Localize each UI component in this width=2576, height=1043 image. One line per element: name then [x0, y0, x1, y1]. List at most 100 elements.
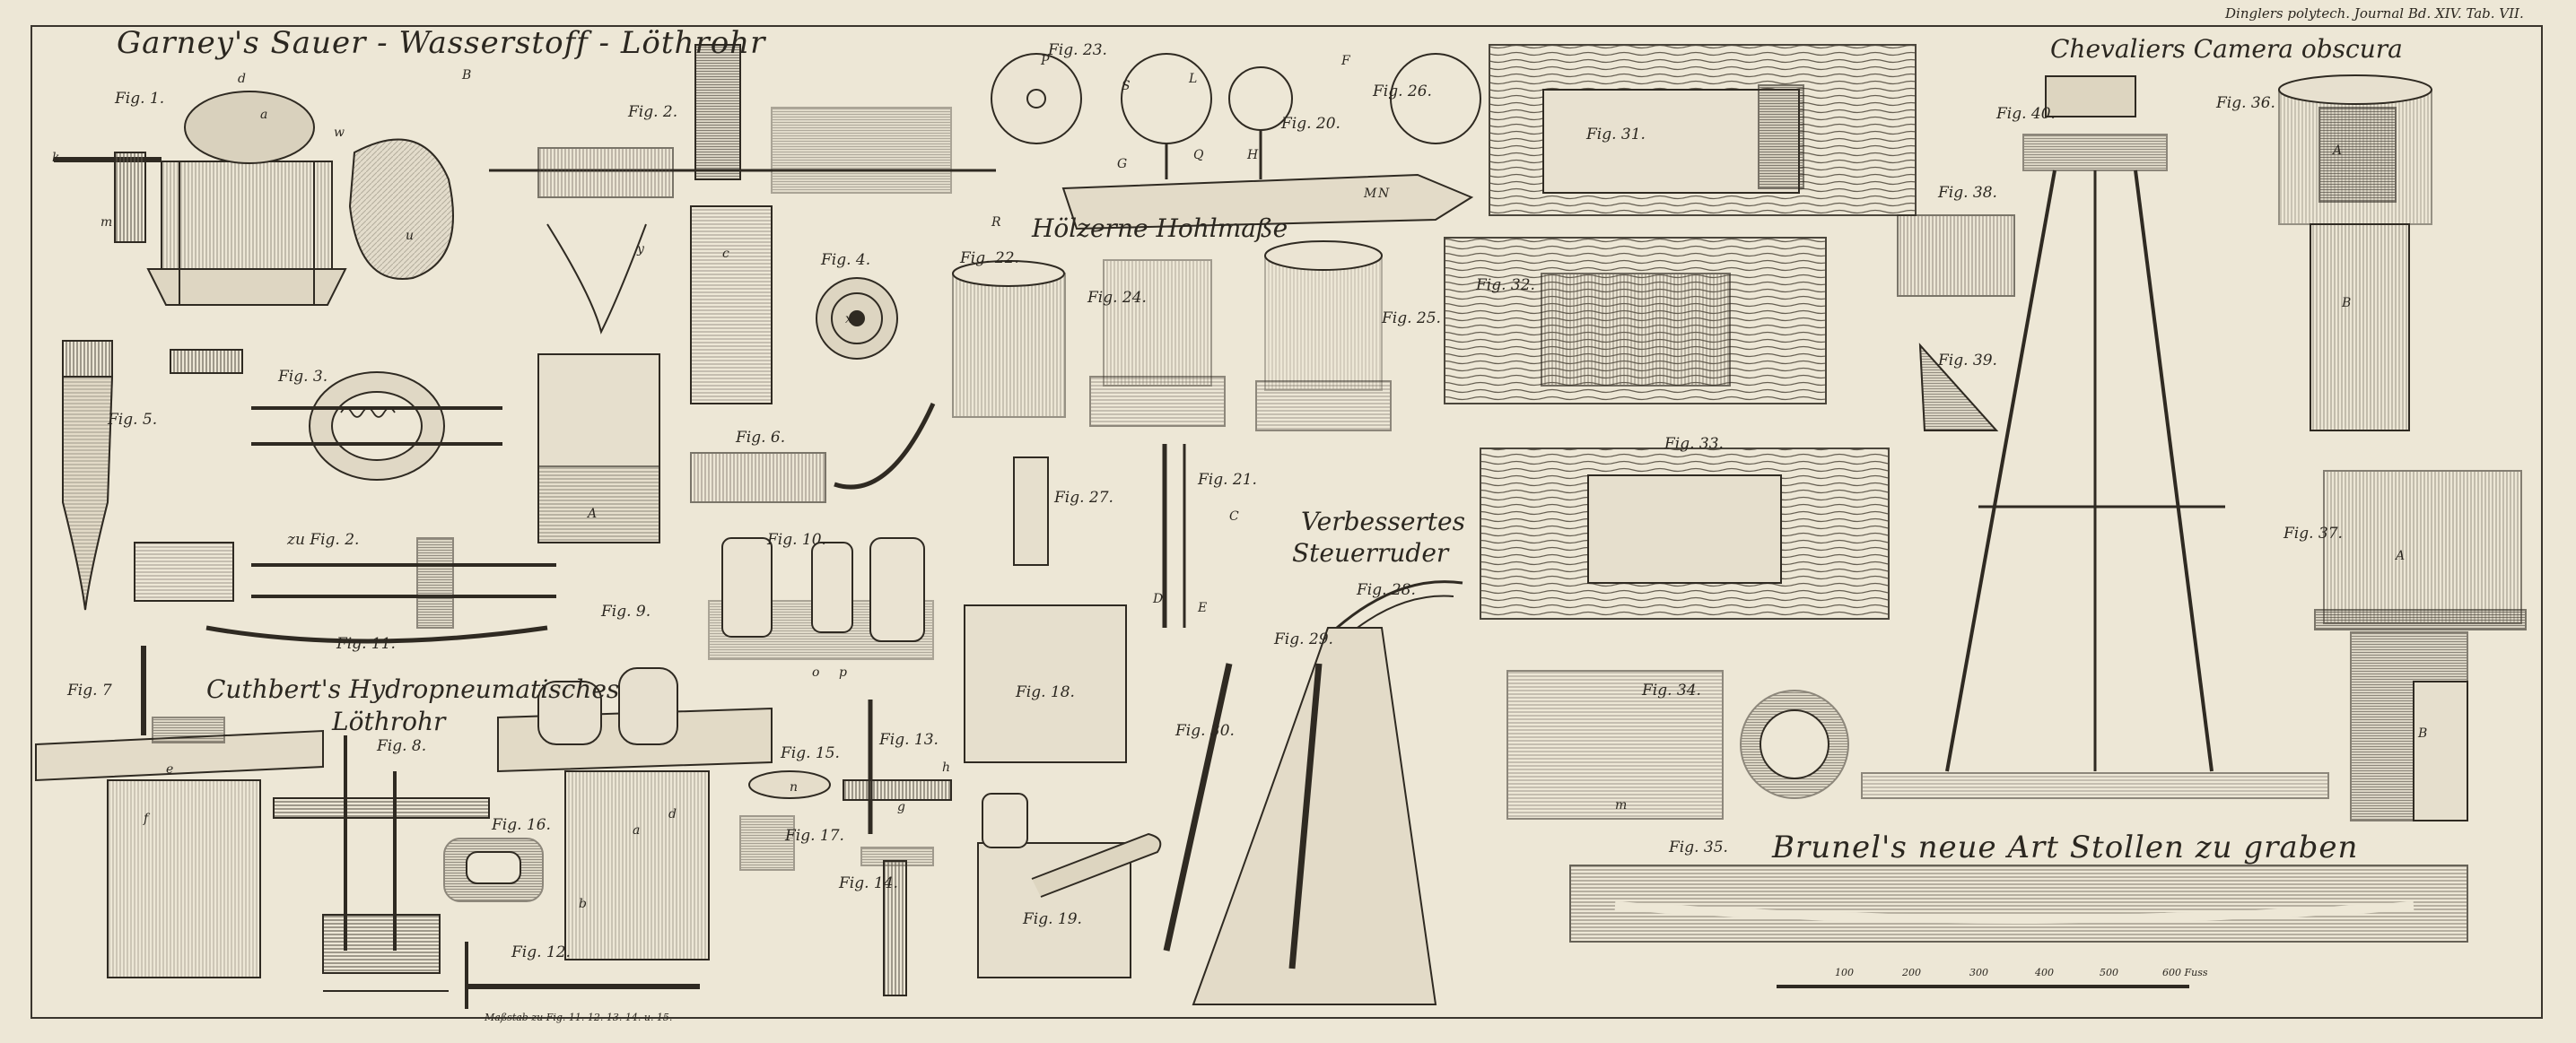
fig-label-26: Fig. 26.	[1373, 83, 1432, 100]
part-letter: o	[812, 665, 820, 680]
fig-label-19: Fig. 19.	[1023, 910, 1082, 928]
title-chevalier: Chevaliers Camera obscura	[2050, 34, 2403, 64]
part-letter: c	[722, 247, 729, 261]
fig-label-22: Fig. 22.	[960, 249, 1019, 267]
part-letter: u	[406, 229, 415, 243]
fig6-drawing	[537, 223, 936, 543]
fig-label-25: Fig. 25.	[1382, 309, 1441, 327]
fig-label-33: Fig. 33.	[1664, 435, 1724, 453]
scale-tick: 100	[1835, 967, 1854, 978]
part-letter: b	[579, 897, 587, 911]
fig-label-39: Fig. 39.	[1938, 352, 1997, 369]
part-letter: f	[144, 812, 149, 826]
fig10-drawing	[708, 537, 934, 660]
fig-label-5: Fig. 5.	[108, 411, 158, 429]
fig-label-17: Fig. 17.	[785, 827, 844, 845]
fig-label-10: Fig. 10.	[767, 531, 826, 549]
part-letter: R	[991, 215, 1001, 230]
fig21-27-drawing	[1013, 444, 1186, 628]
fig-label-40: Fig. 40.	[1996, 105, 2056, 123]
fig40-drawing	[1861, 75, 2329, 799]
part-letter: m	[1615, 798, 1628, 813]
fig-label-16: Fig. 16.	[492, 816, 551, 834]
part-letter: d	[238, 72, 246, 86]
part-letter: p	[839, 665, 847, 680]
fig37-drawing	[2314, 470, 2527, 821]
title-garney: Garney's Sauer - Wasserstoff - Löthrohr	[117, 25, 766, 61]
part-letter: g	[897, 800, 905, 814]
fig8-drawing	[273, 735, 490, 992]
fig20-26-drawing	[991, 53, 1481, 230]
scale-tick: 400	[2035, 967, 2054, 978]
fig-label-23: Fig. 23.	[1048, 41, 1107, 59]
fig-label-8: Fig. 8.	[377, 737, 427, 755]
scale-tick: 500	[2100, 967, 2118, 978]
part-letter: x	[845, 312, 852, 326]
fig-label-18: Fig. 18.	[1016, 683, 1075, 701]
fig-label-13: Fig. 13.	[879, 731, 939, 749]
fig31-33-drawing	[1444, 44, 1917, 620]
part-letter: F	[1341, 54, 1350, 68]
fig2-drawing	[489, 44, 996, 404]
fig-label-35: Fig. 35.	[1669, 839, 1728, 856]
fig-label-11: Fig. 11.	[336, 635, 396, 653]
fig-label-15: Fig. 15.	[781, 744, 840, 762]
part-letter: a	[260, 108, 268, 122]
fig-label-21: Fig. 21.	[1198, 471, 1257, 489]
fig11-drawing	[134, 537, 556, 644]
fig-label-28: Fig. 28.	[1357, 581, 1416, 599]
part-letter: S	[1122, 79, 1131, 93]
title-hohlmasse: Hölzerne Hohlmaße	[1032, 213, 1288, 243]
fig35-drawing	[1569, 865, 2468, 988]
part-letter: N	[1378, 187, 1390, 201]
part-letter: L	[1189, 72, 1198, 86]
part-letter: h	[942, 761, 951, 775]
fig18-19-drawing	[964, 604, 1162, 978]
scale-tick: 600 Fuss	[2162, 967, 2208, 978]
part-letter: H	[1247, 148, 1259, 162]
fig-label-32: Fig. 32.	[1476, 276, 1535, 294]
title-steuerruder-line2: Steuerruder	[1292, 538, 1449, 568]
part-letter: Q	[1193, 148, 1204, 162]
fig-label-31: Fig. 31.	[1586, 126, 1646, 143]
fig-label-7: Fig. 7	[67, 682, 112, 700]
fig4-drawing	[816, 277, 898, 360]
fig-label-34: Fig. 34.	[1642, 682, 1701, 700]
scale-tick: 300	[1969, 967, 1988, 978]
title-steuerruder-line1: Verbessertes	[1301, 507, 1465, 536]
fig-label-30: Fig. 30.	[1175, 722, 1235, 740]
scale-note-massstab: Maßstab zu Fig. 11. 12. 13. 14. u. 15.	[485, 1012, 673, 1023]
part-letter: d	[668, 807, 677, 821]
fig-label-12: Fig. 12.	[511, 943, 571, 961]
title-brunel: Brunel's neue Art Stollen zu graben	[1772, 830, 2359, 865]
part-letter: C	[1229, 509, 1239, 524]
part-letter: A	[2396, 549, 2406, 563]
fig-label-38: Fig. 38.	[1938, 184, 1997, 202]
fig28-30-drawing	[1163, 580, 1463, 1005]
title-cuthbert-line1: Cuthbert's Hydropneumatisches	[206, 674, 620, 704]
fig-label-4: Fig. 4.	[821, 251, 871, 269]
fig36-drawing	[2278, 74, 2432, 431]
fig-label-36: Fig. 36.	[2216, 94, 2275, 112]
fig-label-24: Fig. 24.	[1087, 289, 1147, 307]
part-letter: e	[166, 762, 174, 777]
fig-label-1: Fig. 1.	[115, 90, 165, 108]
part-letter: y	[637, 242, 644, 256]
part-letter: m	[100, 215, 113, 230]
part-letter: k	[52, 151, 60, 165]
fig5-drawing	[62, 340, 243, 611]
part-letter: A	[2333, 143, 2343, 158]
fig9-drawing	[497, 667, 773, 960]
fig-label-27: Fig. 27.	[1054, 489, 1113, 507]
part-letter: E	[1198, 601, 1208, 615]
fig13-17-drawing	[739, 700, 952, 996]
fig-label-20: Fig. 20.	[1281, 115, 1340, 133]
fig12-drawing	[465, 942, 700, 1009]
part-letter: D	[1153, 592, 1164, 606]
part-letter: P	[1041, 54, 1050, 68]
part-letter: a	[633, 823, 641, 838]
part-letter: M	[1364, 187, 1377, 201]
fig34-drawing	[1506, 670, 1849, 820]
